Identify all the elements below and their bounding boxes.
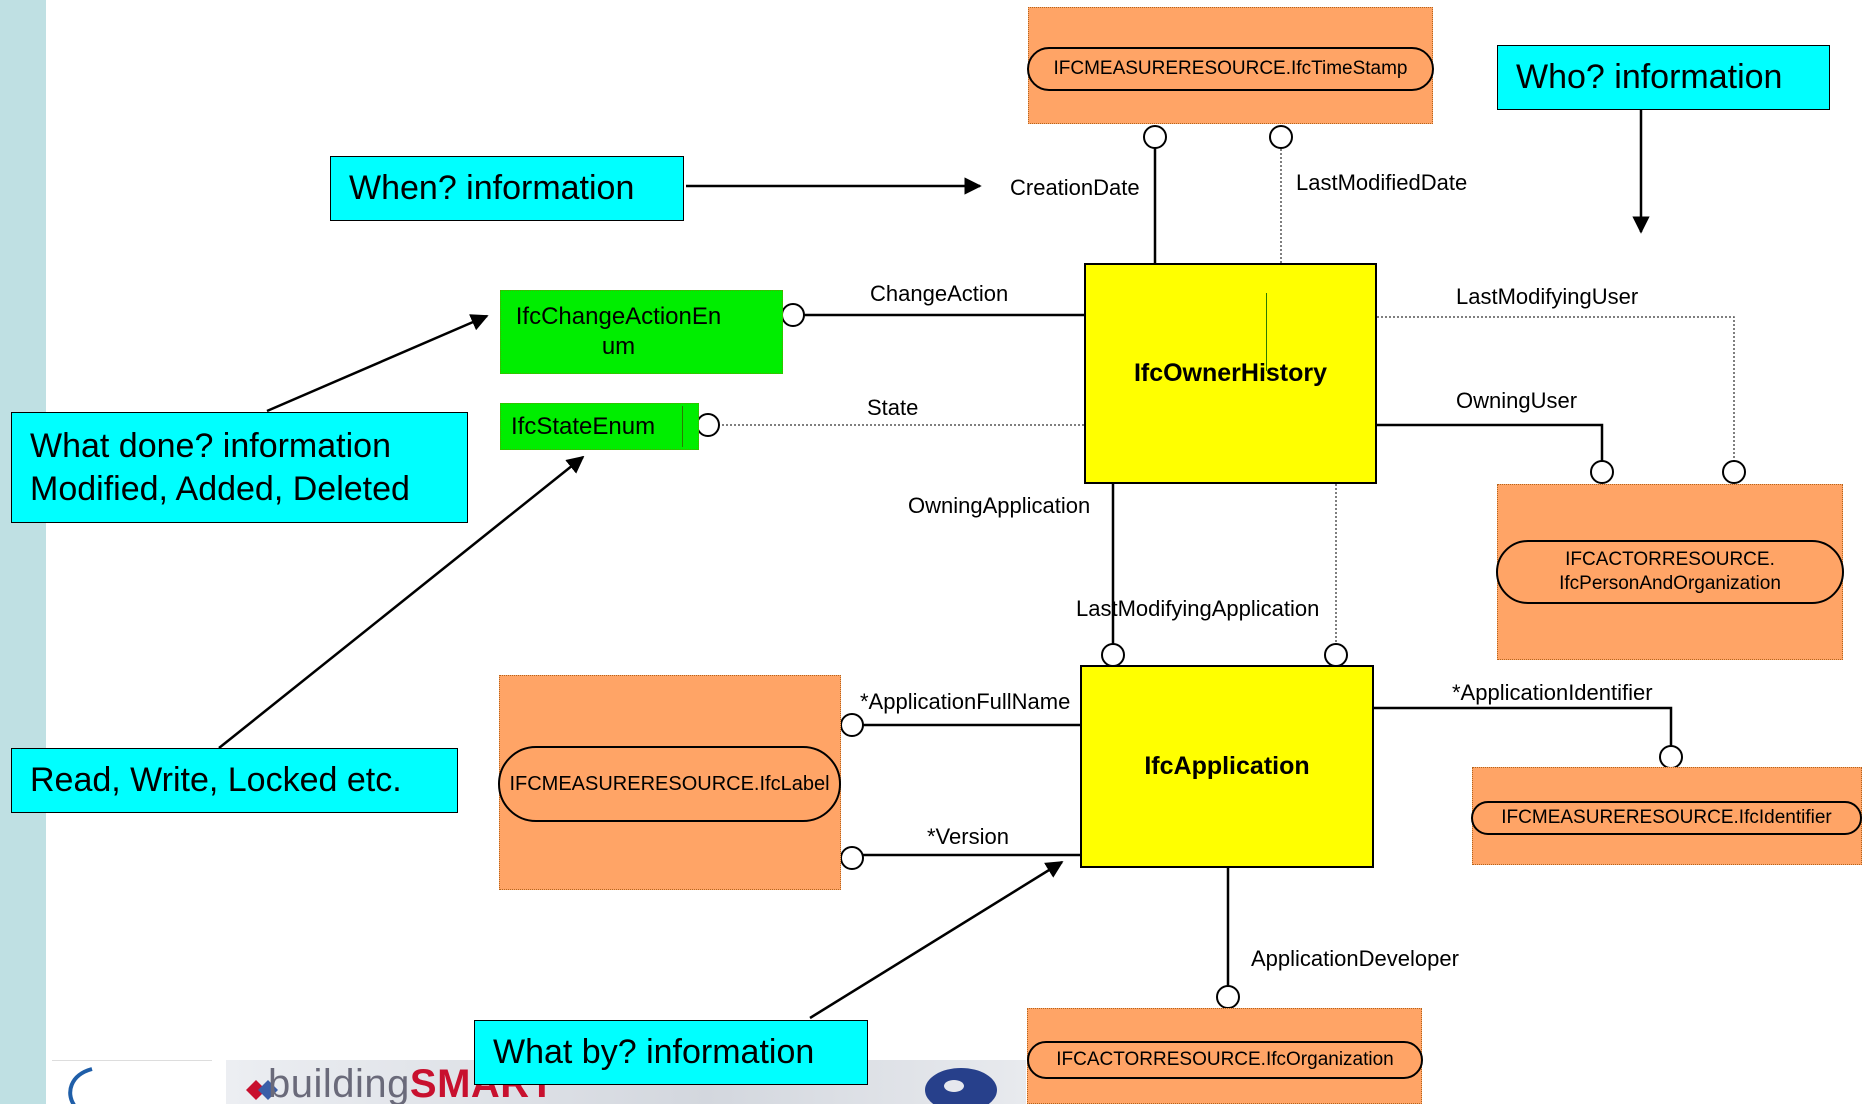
change-action-enum-line2: um (601, 333, 636, 360)
last-modifying-user-circle (1722, 460, 1746, 484)
what-by-arrow (809, 860, 1064, 1020)
application-identifier-label: *ApplicationIdentifier (1452, 680, 1653, 705)
state-label: State (867, 395, 919, 420)
when-information-note: When? information (330, 156, 684, 221)
application-full-name-label: *ApplicationFullName (860, 689, 1071, 714)
what-done-information-note: What done? information Modified, Added, … (11, 412, 468, 523)
last-modifying-user-line (1377, 316, 1735, 462)
what-by-note-text: What by? information (493, 1033, 815, 1072)
who-information-note: Who? information (1497, 45, 1830, 110)
owning-user-label: OwningUser (1456, 388, 1578, 413)
what-done-note-line2: Modified, Added, Deleted (30, 469, 410, 508)
world-map-icon (925, 1068, 997, 1104)
last-modified-date-circle (1269, 125, 1293, 149)
last-modifying-application-circle (1324, 643, 1348, 667)
buildingsmart-logo-icon (246, 1080, 278, 1100)
what-done-arrow (266, 314, 489, 413)
left-sidebar-strip (0, 0, 46, 1104)
application-identifier-circle (1659, 745, 1683, 769)
owning-user-line (1377, 423, 1604, 462)
ifc-change-action-enum[interactable]: IfcChangeActionEn um (500, 290, 1267, 374)
timestamp-resource-label: IFCMEASURERESOURCE.IfcTimeStamp (1027, 47, 1434, 91)
footer-logo-left (52, 1060, 212, 1104)
application-developer-label: ApplicationDeveloper (1251, 946, 1459, 971)
creation-date-label: CreationDate (1010, 175, 1140, 200)
change-action-label: ChangeAction (870, 281, 1009, 306)
change-action-enum-line1: IfcChangeActionEn (515, 303, 722, 330)
person-org-label-line2: IfcPersonAndOrganization (1559, 573, 1781, 594)
ifc-application-entity[interactable]: IfcApplication (1080, 665, 1374, 868)
identifier-resource-label: IFCMEASURERESOURCE.IfcIdentifier (1471, 801, 1862, 835)
ifc-owner-history-entity[interactable]: IfcOwnerHistory (1084, 263, 1377, 484)
read-write-note: Read, Write, Locked etc. (11, 748, 458, 813)
creation-date-circle (1143, 125, 1167, 149)
application-developer-circle (1216, 985, 1240, 1009)
version-label: *Version (927, 824, 1009, 849)
what-done-note-line1: What done? information (30, 427, 391, 465)
label-resource-label: IFCMEASURERESOURCE.IfcLabel (498, 746, 841, 822)
change-action-enum-separator (1266, 293, 1267, 371)
version-circle (840, 846, 864, 870)
read-write-note-text: Read, Write, Locked etc. (30, 761, 402, 800)
when-note-text: When? information (349, 169, 635, 208)
application-identifier-line (1374, 706, 1673, 746)
owning-application-circle (1101, 643, 1125, 667)
state-enum-label: IfcStateEnum (511, 412, 656, 440)
person-org-label-line1: IFCACTORRESOURCE. (1565, 549, 1775, 571)
globe-swoosh-icon (68, 1067, 93, 1104)
person-and-organization-resource-label: IFCACTORRESOURCE. IfcPersonAndOrganizati… (1496, 540, 1844, 604)
last-modifying-user-label: LastModifyingUser (1456, 284, 1639, 309)
what-by-information-note: What by? information (474, 1020, 868, 1085)
last-modified-date-label: LastModifiedDate (1296, 170, 1468, 195)
state-enum-separator (682, 406, 683, 447)
state-circle (696, 413, 720, 437)
read-write-arrow (218, 455, 585, 749)
organization-resource-label: IFCACTORRESOURCE.IfcOrganization (1027, 1041, 1423, 1079)
owning-user-circle (1590, 460, 1614, 484)
owning-application-label: OwningApplication (908, 493, 1091, 518)
who-note-text: Who? information (1516, 58, 1783, 97)
last-modifying-application-label: LastModifyingApplication (1076, 596, 1320, 621)
change-action-circle (781, 303, 805, 327)
application-full-name-circle (840, 713, 864, 737)
ifc-state-enum[interactable]: IfcStateEnum (500, 403, 699, 450)
